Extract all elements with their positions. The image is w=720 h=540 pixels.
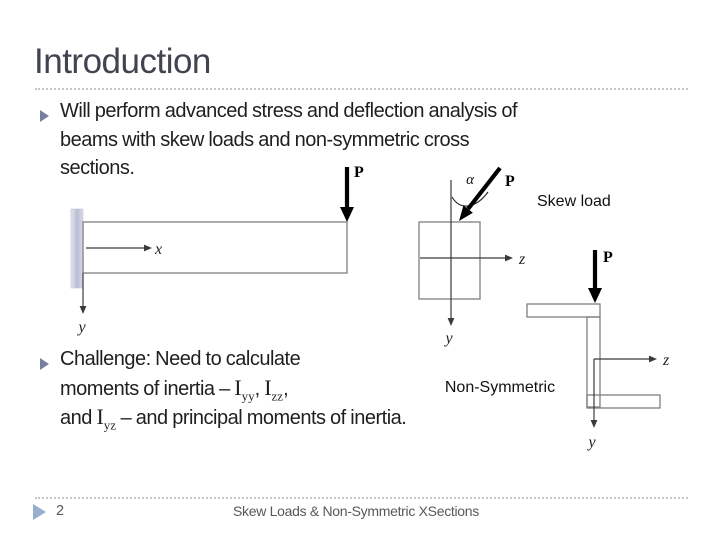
y-axis-arrowhead-icon — [590, 420, 598, 428]
z-axis-arrowhead-icon — [505, 254, 513, 262]
cantilever-beam-diagram: x y P — [70, 164, 364, 336]
bullet1-line2: beams with skew loads and non-symmetric … — [60, 128, 470, 151]
inertia-symbol: I — [234, 374, 242, 400]
bullet1-line3: sections. — [60, 157, 135, 179]
inertia-subscript: yz — [103, 417, 117, 433]
bullet-item-2: Challenge: Need to calculate moments of … — [60, 345, 580, 433]
top-flange-outline — [526, 303, 601, 318]
bullet-item-1: Will perform advanced stress and deflect… — [60, 97, 565, 183]
bullet-arrow-icon — [40, 358, 49, 370]
inertia-subscript: yy — [241, 387, 255, 403]
page-title: Introduction — [34, 42, 211, 81]
rect-section-diagram: y z α P Skew load — [418, 166, 611, 347]
footer-title: Skew Loads & Non-Symmetric XSections — [233, 503, 479, 519]
bullet-arrow-icon — [40, 110, 49, 122]
load-label: P — [603, 249, 613, 266]
y-axis-arrowhead-icon — [447, 318, 455, 326]
inertia-Iyz: Iyz — [96, 404, 117, 433]
fixed-support-wall — [70, 208, 84, 289]
bullet2-line2: moments of inertia – Iyy, Izz, — [60, 374, 580, 404]
bullet2-line1: Challenge: Need to calculate — [60, 348, 301, 370]
line2-text: moments of inertia – — [60, 377, 235, 400]
line3-text: and — [60, 407, 97, 429]
x-axis-label: x — [154, 241, 162, 258]
alpha-label: α — [466, 172, 475, 188]
inertia-Izz: Izz — [264, 374, 284, 403]
title-divider — [35, 88, 688, 90]
footer-arrow-icon — [33, 504, 46, 520]
load-arrowhead-icon — [340, 207, 354, 222]
y-axis-arrowhead-icon — [79, 306, 87, 314]
bullet2-line3: and Iyz – and principal moments of inert… — [60, 403, 580, 433]
line3-text-end: – and principal moments of inertia. — [116, 407, 407, 429]
rect-section-outline — [418, 221, 481, 300]
load-label: P — [505, 173, 515, 190]
y-axis-label: y — [76, 319, 86, 336]
y-axis-label: y — [586, 434, 596, 451]
separator: , — [283, 377, 289, 400]
skew-load-caption: Skew load — [537, 193, 611, 210]
load-arrowhead-icon — [588, 288, 602, 303]
z-section-diagram: P z y Non-Symmetric — [445, 249, 670, 451]
inertia-Iyy: Iyy — [234, 374, 255, 403]
inertia-symbol: I — [264, 374, 272, 400]
page-number: 2 — [56, 503, 65, 519]
skew-load-arrowhead-icon — [459, 205, 473, 221]
z-axis-arrowhead-icon — [649, 355, 657, 363]
separator: , — [254, 377, 265, 400]
non-symmetric-caption: Non-Symmetric — [445, 379, 555, 396]
inertia-symbol: I — [96, 404, 104, 429]
bullet1-line1: Will perform advanced stress and deflect… — [60, 100, 518, 122]
z-axis-label: z — [662, 352, 670, 369]
x-axis-arrowhead-icon — [144, 244, 152, 252]
inertia-subscript: zz — [271, 387, 284, 403]
load-label: P — [354, 164, 364, 181]
y-axis-label: y — [443, 330, 453, 347]
beam-outline — [82, 221, 348, 274]
bottom-flange-outline — [586, 394, 661, 409]
z-axis-label: z — [518, 251, 526, 268]
footer-divider — [35, 497, 688, 499]
skew-load-arrow-shaft — [466, 166, 502, 211]
